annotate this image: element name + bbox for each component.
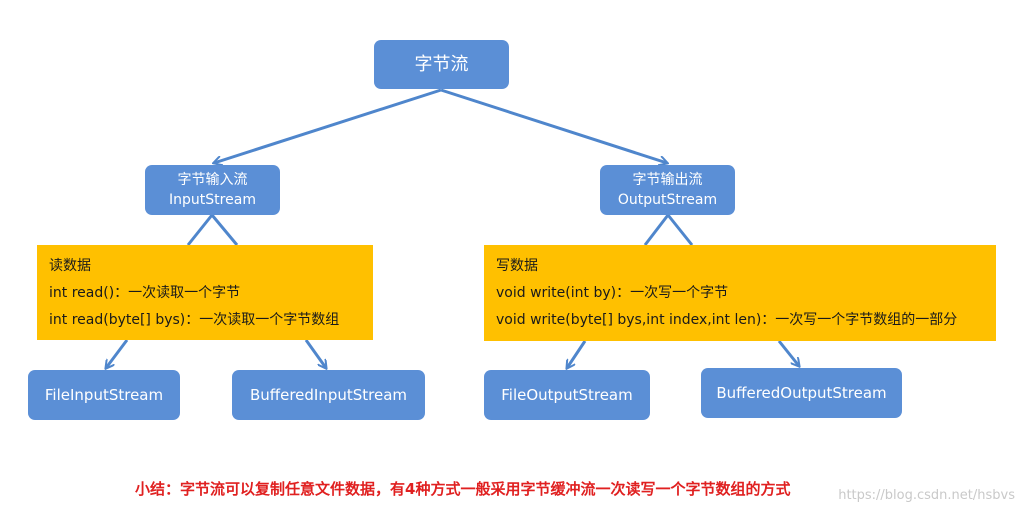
- arrow-root-to-input: [214, 88, 442, 163]
- fileoutputstream-node: FileOutputStream: [484, 370, 650, 420]
- summary-text: 小结：字节流可以复制任意文件数据，有4种方式一般采用字节缓冲流一次读写一个字节数…: [135, 480, 791, 498]
- bufferedinputstream-node: BufferedInputStream: [232, 370, 425, 420]
- line-input-right: [210, 214, 239, 246]
- output-stream-node: 字节输出流 OutputStream: [600, 165, 735, 215]
- input-stream-title-cn: 字节输入流: [177, 172, 248, 188]
- input-stream-title-en: InputStream: [169, 192, 256, 208]
- arrow-to-fileinputstream: [106, 339, 129, 368]
- line-output-right: [666, 214, 694, 246]
- fileinputstream-node: FileInputStream: [28, 370, 180, 420]
- root-node-label: 字节流: [414, 53, 469, 75]
- write-note-heading: 写数据: [496, 258, 538, 274]
- arrow-root-to-output: [440, 88, 667, 163]
- output-stream-title-cn: 字节输出流: [632, 172, 703, 188]
- read-methods-note: 读数据 int read()：一次读取一个字节 int read(byte[] …: [37, 245, 373, 340]
- write-note-method-1: void write(int by)：一次写一个字节: [496, 285, 729, 301]
- line-output-left: [643, 214, 670, 246]
- fileoutputstream-label: FileOutputStream: [501, 386, 633, 404]
- bufferedinputstream-label: BufferedInputStream: [249, 386, 408, 404]
- output-stream-title-en: OutputStream: [617, 192, 718, 208]
- read-note-method-1: int read()：一次读取一个字节: [49, 285, 241, 301]
- write-note-method-2: void write(byte[] bys,int index,int len)…: [496, 312, 958, 328]
- bufferedoutputstream-label: BufferedOutputStream: [716, 384, 887, 402]
- arrow-to-fileoutputstream: [567, 340, 587, 368]
- root-node-byte-stream: 字节流: [374, 40, 509, 89]
- arrow-to-bufferedinputstream: [304, 339, 326, 368]
- read-note-method-2: int read(byte[] bys)：一次读取一个字节数组: [49, 312, 340, 328]
- watermark-url: https://blog.csdn.net/hsbvs: [838, 488, 1015, 503]
- bufferedoutputstream-node: BufferedOutputStream: [701, 368, 902, 418]
- fileinputstream-label: FileInputStream: [44, 386, 164, 404]
- arrow-to-bufferedoutputstream: [777, 340, 799, 366]
- read-note-heading: 读数据: [49, 258, 91, 274]
- write-methods-note: 写数据 void write(int by)：一次写一个字节 void writ…: [484, 245, 996, 341]
- input-stream-node: 字节输入流 InputStream: [145, 165, 280, 215]
- line-input-left: [186, 214, 214, 246]
